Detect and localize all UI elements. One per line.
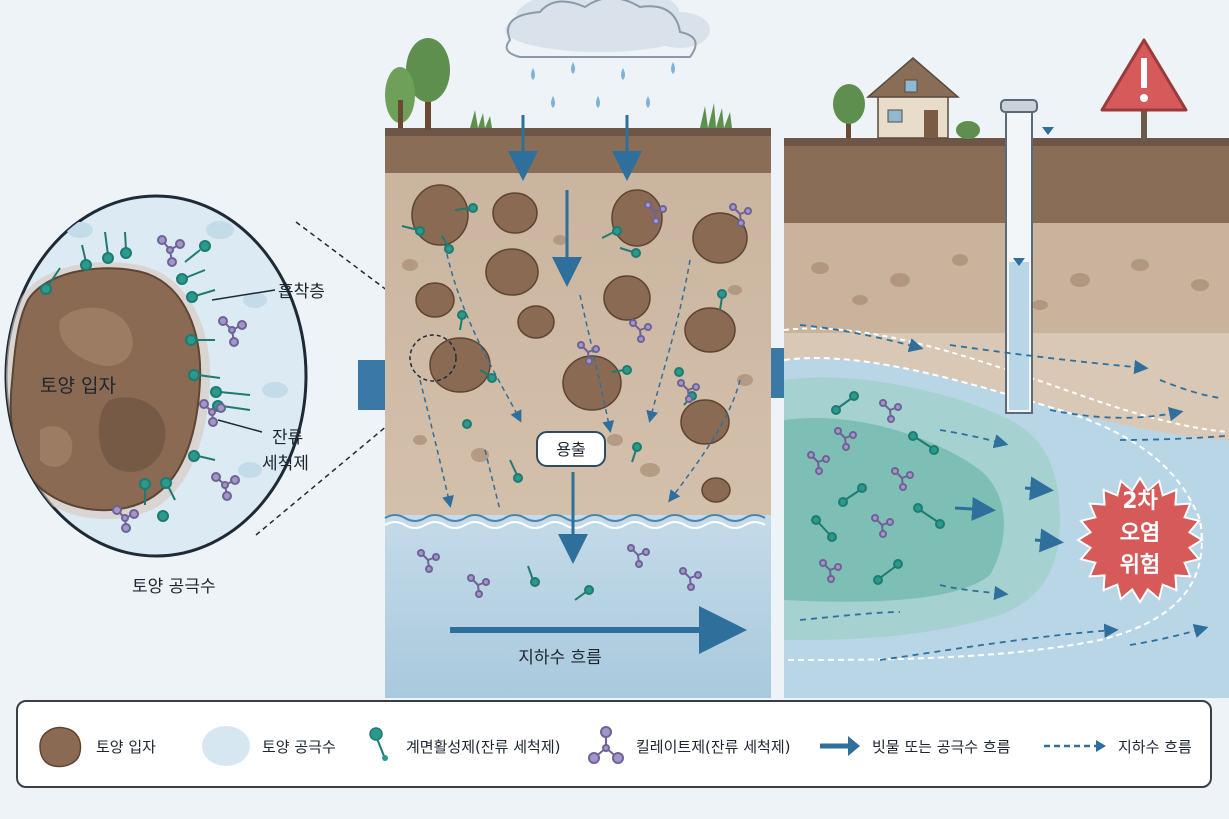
- pore-water-icon: [202, 726, 250, 766]
- surfactants-in-soil: [401, 203, 727, 601]
- soil-pebbles: [402, 235, 753, 477]
- dashed-arrow-icon: [1044, 740, 1106, 752]
- groundwater-dashed-flows: [799, 324, 1226, 661]
- legend: 토양 입자 토양 공극수 계면활성제(잔류 세척제) 킬레이트제(잔류 세척제)…: [16, 700, 1212, 788]
- legend-item-flow: 빗물 또는 공극수 흐름: [818, 702, 1011, 790]
- soil-pore-water-label: 토양 공극수: [132, 577, 216, 597]
- tree-icon: [385, 38, 450, 130]
- soil-particle-label: 토양 입자: [40, 375, 116, 397]
- right-panel: 2차 오염 위험: [783, 38, 1229, 698]
- zoom-connector-bottom: [255, 389, 431, 536]
- legend-label-soil-particle: 토양 입자: [96, 737, 156, 756]
- rain-drops: [531, 62, 675, 108]
- groundwater-flow-label: 지하수 흐름: [518, 648, 602, 668]
- secondary-pollution-line2: 오염: [1120, 521, 1160, 546]
- legend-item-chelator: 킬레이트제(잔류 세척제): [586, 702, 790, 790]
- warning-sign-icon: [1100, 38, 1188, 142]
- house-icon: [865, 57, 961, 139]
- chelator-cluster: [112, 235, 247, 533]
- rain-flow-arrows: [508, 115, 642, 564]
- legend-item-soil-particle: 토양 입자: [34, 702, 156, 790]
- surfactant-cluster: [40, 231, 251, 522]
- zoom-indicator: [409, 334, 457, 382]
- legend-label-chelator: 킬레이트제(잔류 세척제): [636, 737, 791, 756]
- seepage-paths: [419, 244, 741, 511]
- secondary-pollution-line1: 2차: [1122, 489, 1158, 514]
- chelators-in-soil: [417, 201, 752, 598]
- residual-detergent-label-2: 세척제: [262, 454, 309, 474]
- surfactants-in-groundwater: [811, 391, 945, 585]
- secondary-pollution-badge: 2차 오염 위험: [1076, 476, 1204, 604]
- legend-item-pore-water: 토양 공극수: [200, 702, 336, 790]
- leaching-label: 용출: [556, 440, 585, 459]
- soil-particle-icon: [39, 726, 82, 768]
- zoom-connector-top: [295, 221, 441, 331]
- chelating-agent-icon: [588, 726, 624, 764]
- secondary-pollution-line3: 위험: [1120, 552, 1160, 578]
- grass-icon: [700, 103, 732, 128]
- grass-icon: [470, 110, 492, 128]
- legend-item-groundwater: 지하수 흐름: [1042, 702, 1192, 790]
- surfactant-molecule-icon: [369, 727, 388, 761]
- legend-item-surfactant: 계면활성제(잔류 세척제): [366, 702, 560, 790]
- detergent-leader: [217, 419, 263, 433]
- monitoring-well-icon: [1000, 99, 1054, 414]
- rain-cloud-icon: [505, 0, 710, 58]
- solid-arrow-icon: [820, 736, 860, 756]
- legend-label-surfactant: 계면활성제(잔류 세척제): [406, 737, 561, 756]
- legend-label-groundwater: 지하수 흐름: [1118, 737, 1192, 756]
- middle-panel: 용출 지하수 흐름: [384, 0, 771, 698]
- tree-icon: [833, 84, 980, 139]
- adsorption-leader: [211, 289, 276, 301]
- chelators-in-groundwater: [807, 399, 914, 583]
- adsorption-layer-label: 흡착층: [278, 282, 325, 302]
- legend-label-flow: 빗물 또는 공극수 흐름: [872, 737, 1011, 756]
- plume-flow-arrows: [954, 476, 1064, 553]
- zoom-circle: 흡착층 토양 입자 잔류 세척제: [4, 194, 325, 558]
- residual-detergent-label-1: 잔류: [272, 428, 303, 448]
- legend-label-pore-water: 토양 공극수: [262, 737, 336, 756]
- leaching-label-box: [536, 431, 606, 467]
